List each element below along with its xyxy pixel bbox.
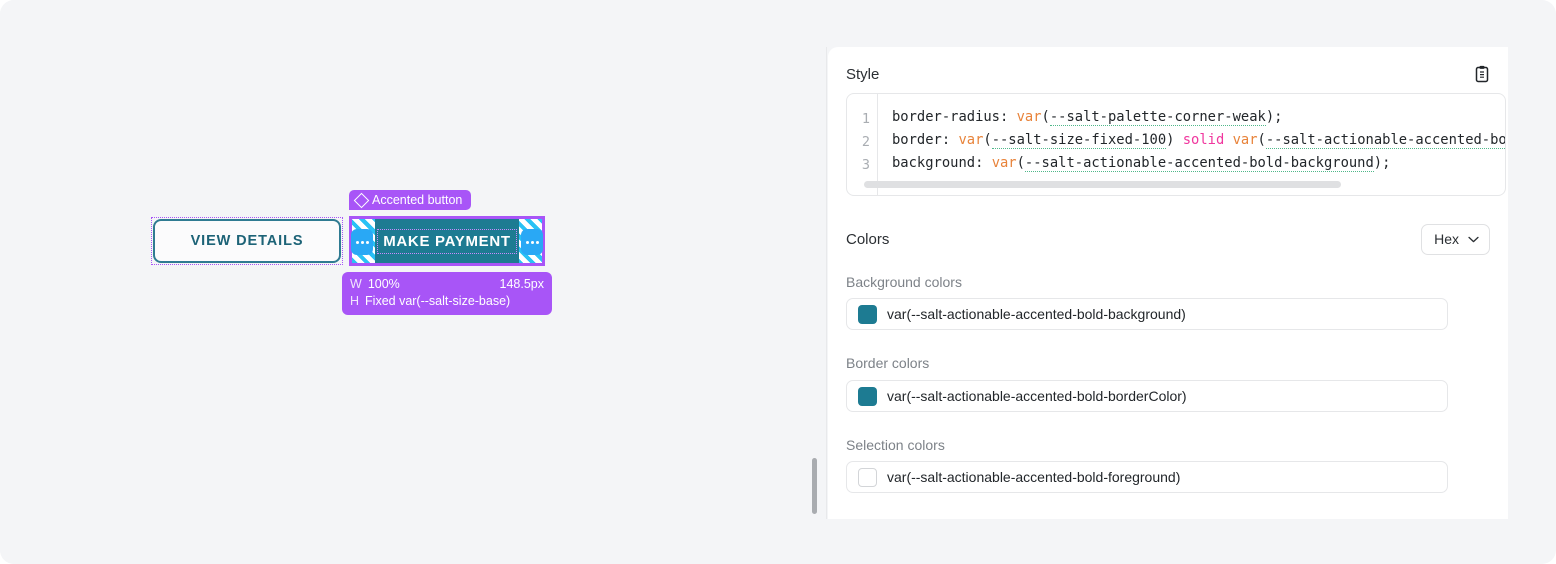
code-token: ( <box>1041 109 1050 125</box>
code-token: ( <box>1016 155 1025 171</box>
code-token: --salt-actionable-accented-bold-backgrou… <box>1024 155 1374 172</box>
code-line: background: var(--salt-actionable-accent… <box>892 155 1391 172</box>
style-code-editor[interactable]: 1 2 3 border-radius: var(--salt-palette-… <box>846 93 1506 196</box>
code-line: border: var(--salt-size-fixed-100) solid… <box>892 132 1505 149</box>
size-badge-height-value: Fixed var(--salt-size-base) <box>365 294 511 308</box>
color-swatch[interactable] <box>858 467 877 487</box>
code-token: border-radius: <box>892 109 1017 125</box>
colors-section-title: Colors <box>846 230 890 248</box>
selection-colors-label: Selection colors <box>846 437 945 453</box>
background-colors-label: Background colors <box>846 274 962 290</box>
component-tag-badge[interactable]: Accented button <box>349 190 472 210</box>
code-token: background: <box>892 155 992 171</box>
size-badge: W 100% 148.5px H Fixed var(--salt-size-b… <box>342 272 552 315</box>
code-gutter: 1 2 3 <box>847 94 878 195</box>
color-token-value: var(--salt-actionable-accented-bold-fore… <box>887 469 1181 485</box>
code-token: ); <box>1265 109 1283 125</box>
code-token: ( <box>983 132 992 148</box>
code-token: solid <box>1182 132 1225 148</box>
code-token: border: <box>892 132 959 148</box>
code-token: ) <box>1166 132 1183 148</box>
color-format-select[interactable]: Hex <box>1421 223 1490 255</box>
code-line: border-radius: var(--salt-palette-corner… <box>892 109 1283 126</box>
view-details-button-wrapper[interactable]: VIEW DETAILS <box>151 217 343 265</box>
code-token <box>1224 132 1232 148</box>
background-color-field[interactable]: var(--salt-actionable-accented-bold-back… <box>846 298 1448 330</box>
view-details-selection-outline <box>151 217 343 265</box>
style-section-header: Style <box>846 61 1490 87</box>
size-badge-height-key: H <box>350 294 360 308</box>
color-swatch[interactable] <box>858 304 877 324</box>
color-token-value: var(--salt-actionable-accented-bold-bord… <box>887 388 1187 404</box>
clipboard-icon[interactable] <box>1474 65 1490 83</box>
code-token: --salt-actionable-accented-bold-borderCo… <box>1265 132 1505 149</box>
colors-section-header: Colors Hex <box>846 223 1490 255</box>
code-content[interactable]: border-radius: var(--salt-palette-corner… <box>878 94 1505 195</box>
code-token: ( <box>1257 132 1266 148</box>
border-color-field[interactable]: var(--salt-actionable-accented-bold-bord… <box>846 380 1448 412</box>
selection-color-field[interactable]: var(--salt-actionable-accented-bold-fore… <box>846 461 1448 493</box>
inspector-panel: Style 1 2 3 border-radius: var(--salt-pa… <box>828 47 1508 519</box>
grip-dot <box>360 240 364 244</box>
size-badge-height-row: H Fixed var(--salt-size-base) <box>350 293 544 310</box>
resize-handle-left[interactable] <box>351 229 373 255</box>
size-badge-width-value: 100% <box>367 277 400 291</box>
size-badge-width-row: W 100% 148.5px <box>350 276 544 293</box>
diamond-icon <box>353 192 370 208</box>
code-token: ); <box>1373 155 1391 171</box>
grip-dot <box>355 240 359 244</box>
view-details-button[interactable]: VIEW DETAILS <box>153 219 341 263</box>
code-token: var <box>1232 132 1258 148</box>
make-payment-button-wrapper[interactable]: MAKE PAYMENT <box>349 216 545 266</box>
code-token: var <box>1016 109 1042 125</box>
grip-dot <box>535 240 539 244</box>
color-format-value: Hex <box>1434 231 1459 247</box>
code-token: --salt-size-fixed-100 <box>991 132 1167 149</box>
grip-dot <box>525 240 529 244</box>
panel-scroll-track <box>826 47 827 519</box>
color-token-value: var(--salt-actionable-accented-bold-back… <box>887 306 1186 322</box>
size-badge-width-key: W <box>350 277 362 291</box>
code-line-number: 3 <box>861 157 870 173</box>
size-badge-width-px: 148.5px <box>499 277 544 291</box>
preview-canvas[interactable]: VIEW DETAILS Accented button MAKE PAYMEN… <box>0 0 810 564</box>
code-line-number: 1 <box>861 111 870 127</box>
component-tag-label: Accented button <box>372 193 463 207</box>
grip-dot <box>365 240 369 244</box>
style-section-title: Style <box>846 65 880 83</box>
code-token: --salt-palette-corner-weak <box>1049 109 1266 126</box>
grip-dot <box>530 240 534 244</box>
make-payment-button[interactable]: MAKE PAYMENT <box>375 219 519 263</box>
code-line-number: 2 <box>861 134 870 150</box>
resize-handle-right[interactable] <box>521 229 543 255</box>
code-token: var <box>991 155 1017 171</box>
code-horizontal-scrollbar[interactable] <box>864 181 1341 188</box>
code-token: var <box>958 132 984 148</box>
make-payment-button-label: MAKE PAYMENT <box>377 228 517 254</box>
chevron-down-icon <box>1468 236 1479 242</box>
panel-scrollbar-thumb[interactable] <box>812 458 817 514</box>
color-swatch[interactable] <box>858 386 877 406</box>
border-colors-label: Border colors <box>846 355 930 371</box>
